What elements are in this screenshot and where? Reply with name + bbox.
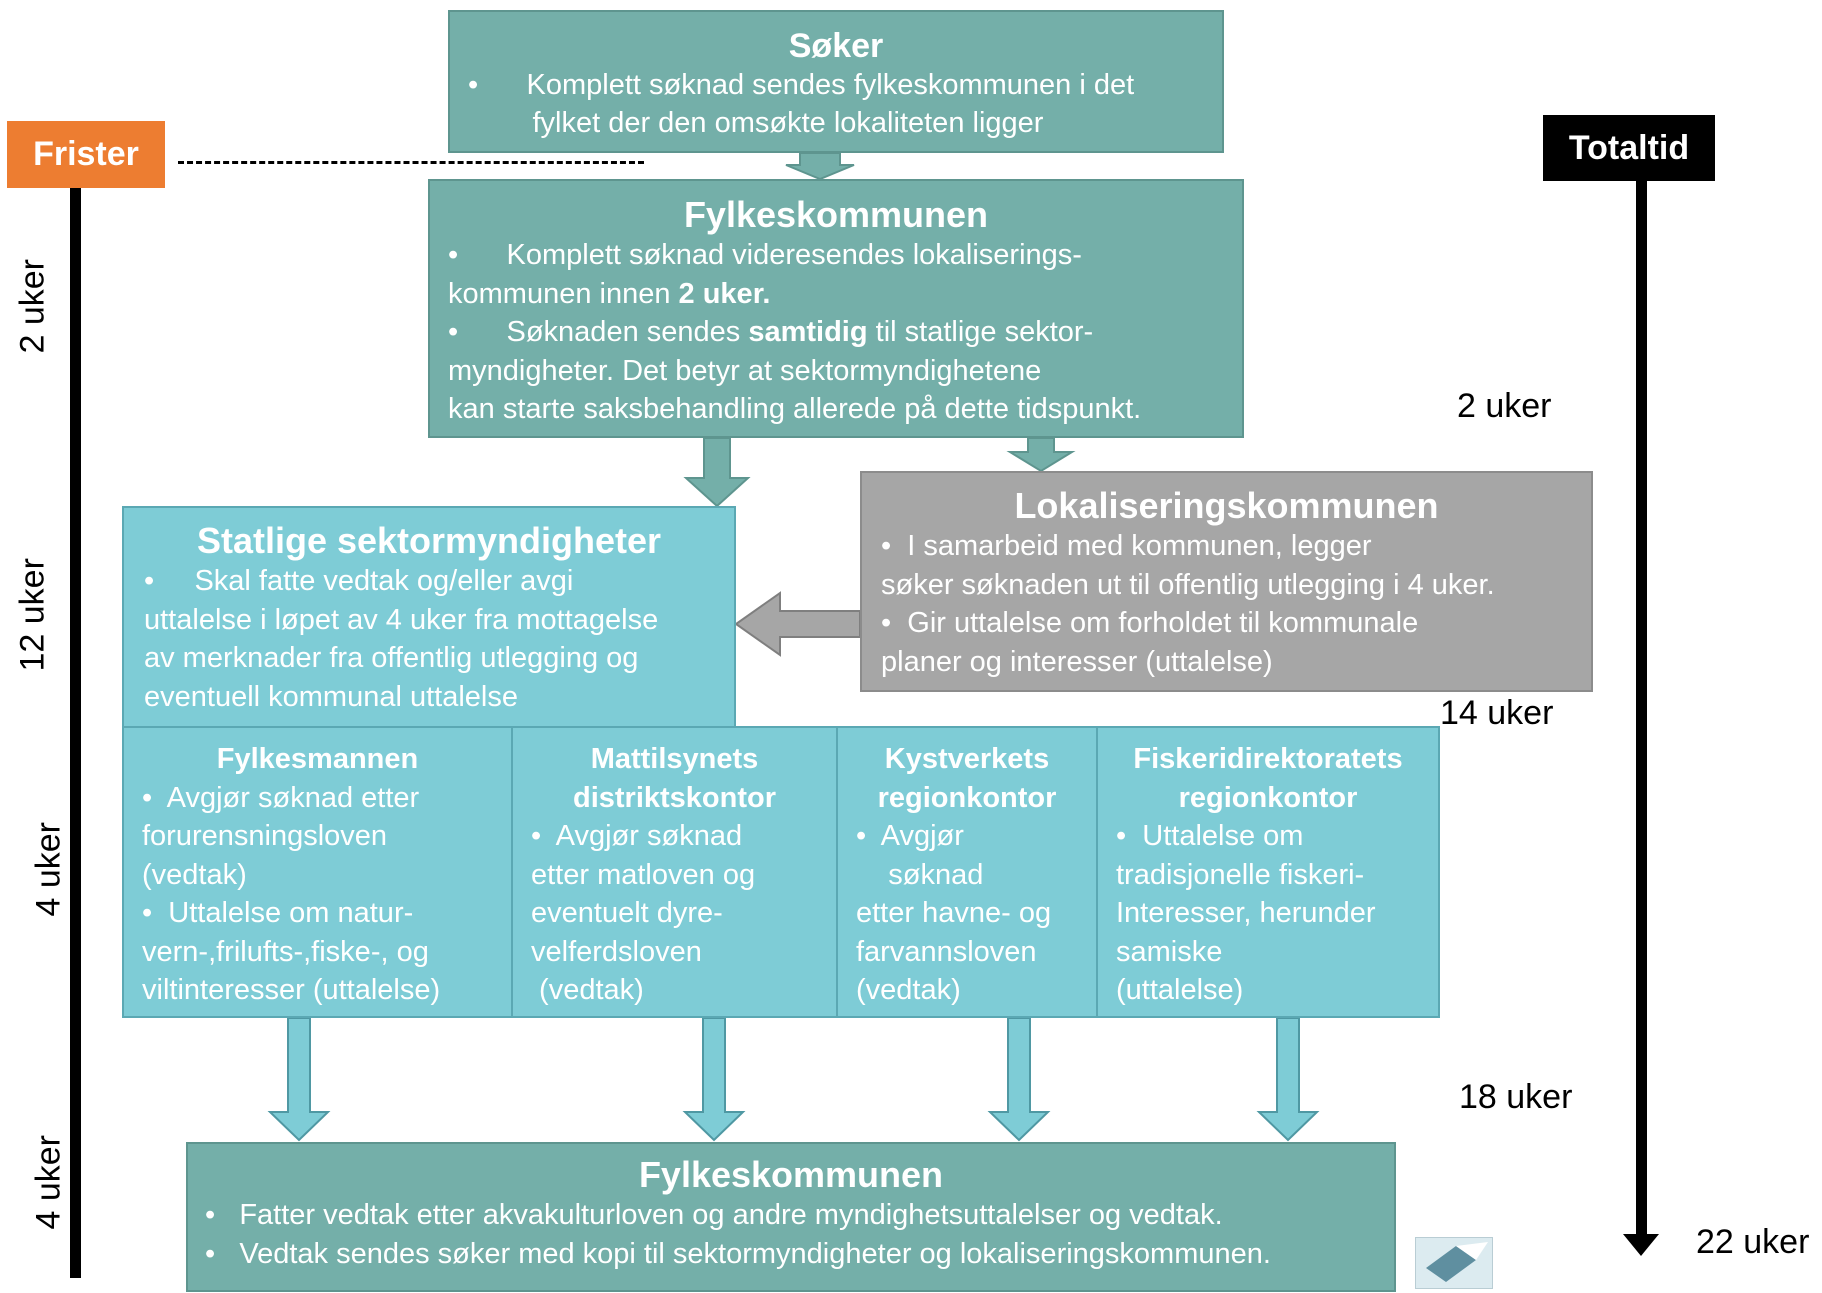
fd-line-3: Interesser, herunder <box>1116 897 1376 929</box>
mt-line-5: (vedtak) <box>531 974 644 1006</box>
mattilsynet-title-1: Mattilsynets <box>590 743 759 775</box>
fm-line-5: vern-,frilufts-,fiske-, og <box>142 935 429 968</box>
mattilsynet-title-2: distriktskontor <box>572 781 777 814</box>
totaltid-label: Totaltid <box>1543 115 1715 181</box>
fm-line-4: • Uttalelse om natur- <box>142 897 414 929</box>
fylkesmannen-box: Fylkesmannen • Avgjør søknad etter forur… <box>122 726 513 1018</box>
arrow-kv-final <box>987 1017 1051 1142</box>
totaltid-mark-1: 2 uker <box>1457 387 1552 425</box>
statlige-line-2: uttalelse i løpet av 4 uker fra mottagel… <box>144 603 659 636</box>
fk1-line-5: kan starte saksbehandling allerede på de… <box>448 393 1142 425</box>
kystverket-title-2: regionkontor <box>877 781 1057 814</box>
soker-text-2: fylket der den omsøkte lokaliteten ligge… <box>468 107 1044 139</box>
fk1-line-2-bold: 2 uker. <box>678 277 771 310</box>
arrow-fd-final <box>1256 1017 1320 1142</box>
fk1-line-3-text-c: til statlige sektor- <box>867 316 1094 348</box>
fm-line-6: viltinteresser (uttalelse) <box>142 974 441 1006</box>
fylkesmannen-title: Fylkesmannen <box>216 743 419 775</box>
frister-period-1: 2 uker <box>13 259 52 354</box>
fk1-line-2: kommunen innen 2 uker. <box>448 275 1242 314</box>
fd-line-4: samiske <box>1116 935 1223 968</box>
fiskeridirektoratet-title-1: Fiskeridirektoratets <box>1133 743 1403 775</box>
mattilsynet-box: Mattilsynets distriktskontor • Avgjør sø… <box>511 726 838 1018</box>
soker-text-1: • Komplett søknad sendes fylkeskommunen … <box>468 69 1135 101</box>
kystverket-box: Kystverkets regionkontor • Avgjør søknad… <box>836 726 1098 1018</box>
lok-line-1: • I samarbeid med kommunen, legger <box>881 530 1372 562</box>
totaltid-arrowhead-icon <box>1623 1234 1659 1256</box>
frister-axis <box>70 188 81 1278</box>
statlige-line-4: eventuell kommunal uttalelse <box>144 680 518 713</box>
fk1-line-3-text-a: • Søknaden sendes <box>448 316 749 348</box>
frister-dashed-line <box>178 161 644 164</box>
mt-line-2: etter matloven og <box>531 858 756 891</box>
statlige-title: Statlige sektormyndigheter <box>196 520 662 561</box>
lok-line-2: søker søknaden ut til offentlig utleggin… <box>881 568 1495 601</box>
fylkeskommunen-box-2: Fylkeskommunen • Fatter vedtak etter akv… <box>186 1142 1396 1292</box>
fiskeridirektoratet-box: Fiskeridirektoratets regionkontor • Utta… <box>1096 726 1440 1018</box>
fk1-line-3-bold: samtidig <box>748 316 868 348</box>
thumbnail-image <box>1415 1237 1493 1289</box>
mt-line-1: • Avgjør søknad <box>531 820 743 852</box>
mattilsynet-title: Mattilsynets distriktskontor <box>513 728 836 817</box>
kystverket-title: Kystverkets regionkontor <box>838 728 1096 817</box>
lok-line-3: • Gir uttalelse om forholdet til kommuna… <box>881 607 1419 639</box>
fm-line-2: forurensningsloven <box>142 820 388 852</box>
fylkeskommunen-1-title: Fylkeskommunen <box>683 194 989 235</box>
statlige-line-1: • Skal fatte vedtak og/eller avgi <box>144 565 574 597</box>
fk1-line-3: • Søknaden sendes samtidig til statlige … <box>448 313 1242 352</box>
fk1-line-4: myndigheter. Det betyr at sektormyndighe… <box>448 354 1042 387</box>
mt-line-3: eventuelt dyre- <box>531 897 723 929</box>
fk2-line-2: • Vedtak sendes søker med kopi til sekto… <box>205 1238 1271 1270</box>
soker-box: Søker • Komplett søknad sendes fylkeskom… <box>448 10 1224 153</box>
fiskeridirektoratet-title-2: regionkontor <box>1178 781 1358 814</box>
kv-line-5: (vedtak) <box>856 974 961 1006</box>
fm-line-1: • Avgjør søknad etter <box>142 781 420 814</box>
statlige-line-3: av merknader fra offentlig utlegging og <box>144 642 639 674</box>
arrow-mt-final <box>682 1017 746 1142</box>
kv-line-3: etter havne- og <box>856 897 1052 929</box>
lokaliseringskommunen-title: Lokaliseringskommunen <box>1014 485 1439 526</box>
totaltid-mark-2: 14 uker <box>1440 694 1554 732</box>
arrow-fk-lok <box>1006 437 1076 473</box>
statlige-sektormyndigheter-box: Statlige sektormyndigheter • Skal fatte … <box>122 506 736 728</box>
fm-line-3: (vedtak) <box>142 858 247 891</box>
fylkeskommunen-box-1: Fylkeskommunen • Komplett søknad videres… <box>428 179 1244 438</box>
totaltid-mark-3: 18 uker <box>1459 1078 1573 1116</box>
kv-line-2: søknad <box>856 858 984 891</box>
arrow-soker-fk <box>785 152 855 181</box>
frister-period-2: 12 uker <box>13 558 52 672</box>
totaltid-axis <box>1636 181 1647 1236</box>
fylkeskommunen-2-title: Fylkeskommunen <box>638 1154 944 1195</box>
frister-period-4: 4 uker <box>29 1135 68 1230</box>
arrow-fk-statlige <box>683 437 751 508</box>
fk2-line-1: • Fatter vedtak etter akvakulturloven og… <box>205 1199 1223 1231</box>
fd-line-2: tradisjonelle fiskeri- <box>1116 858 1365 891</box>
fd-line-5: (uttalelse) <box>1116 974 1244 1006</box>
thumbnail-graphic <box>1426 1242 1488 1282</box>
soker-title: Søker <box>788 27 884 65</box>
fiskeridirektoratet-title: Fiskeridirektoratets regionkontor <box>1098 728 1438 817</box>
frister-label: Frister <box>7 121 165 188</box>
kystverket-title-1: Kystverkets <box>884 743 1050 775</box>
kv-line-1: • Avgjør <box>856 820 964 852</box>
lokaliseringskommunen-box: Lokaliseringskommunen • I samarbeid med … <box>860 471 1593 692</box>
frister-period-3: 4 uker <box>29 822 68 917</box>
fk1-line-2-text: kommunen innen <box>448 277 679 310</box>
totaltid-mark-4: 22 uker <box>1696 1223 1810 1261</box>
mt-line-4: velferdsloven <box>531 935 702 968</box>
arrow-lok-statlige <box>734 591 861 657</box>
lok-line-4: planer og interesser (uttalelse) <box>881 645 1273 678</box>
fk1-line-1: • Komplett søknad videresendes lokaliser… <box>448 239 1082 271</box>
kv-line-4: farvannsloven <box>856 935 1037 968</box>
fd-line-1: • Uttalelse om <box>1116 820 1304 852</box>
arrow-fm-final <box>267 1017 331 1142</box>
